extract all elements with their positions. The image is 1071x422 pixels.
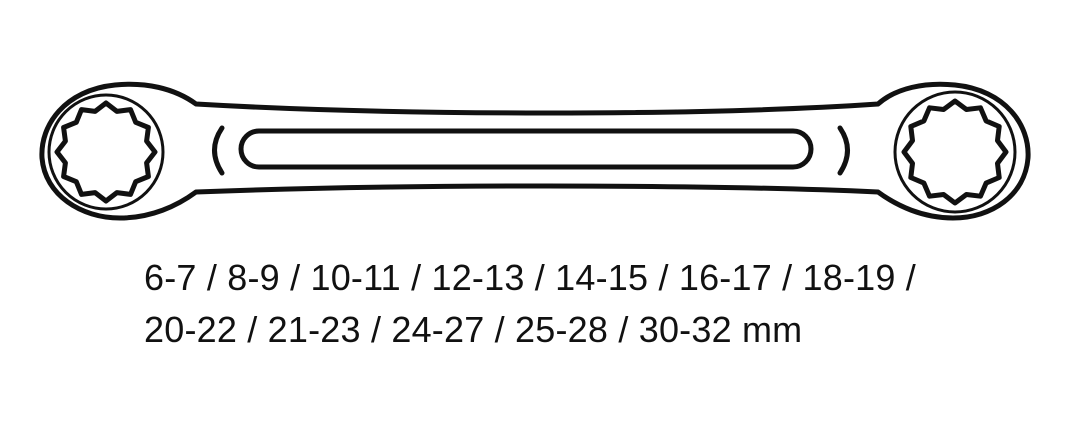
- left-bracket-mark: [212, 125, 225, 176]
- shank-slot: [238, 128, 814, 170]
- wrench-body-outline: [39, 81, 1031, 221]
- size-list-line-1: 6-7 / 8-9 / 10-11 / 12-13 / 14-15 / 16-1…: [144, 257, 917, 298]
- left-ring-inner-outline: [47, 93, 165, 211]
- wrench-illustration: [39, 81, 1031, 221]
- left-socket-12-point: [54, 100, 158, 204]
- wrench-size-list: 6-7 / 8-9 / 10-11 / 12-13 / 14-15 / 16-1…: [144, 252, 1044, 356]
- right-bracket-mark: [837, 125, 850, 176]
- right-ring-inner-outline: [893, 90, 1017, 214]
- right-socket-12-point: [901, 98, 1009, 206]
- size-list-line-2: 20-22 / 21-23 / 24-27 / 25-28 / 30-32 mm: [144, 309, 803, 350]
